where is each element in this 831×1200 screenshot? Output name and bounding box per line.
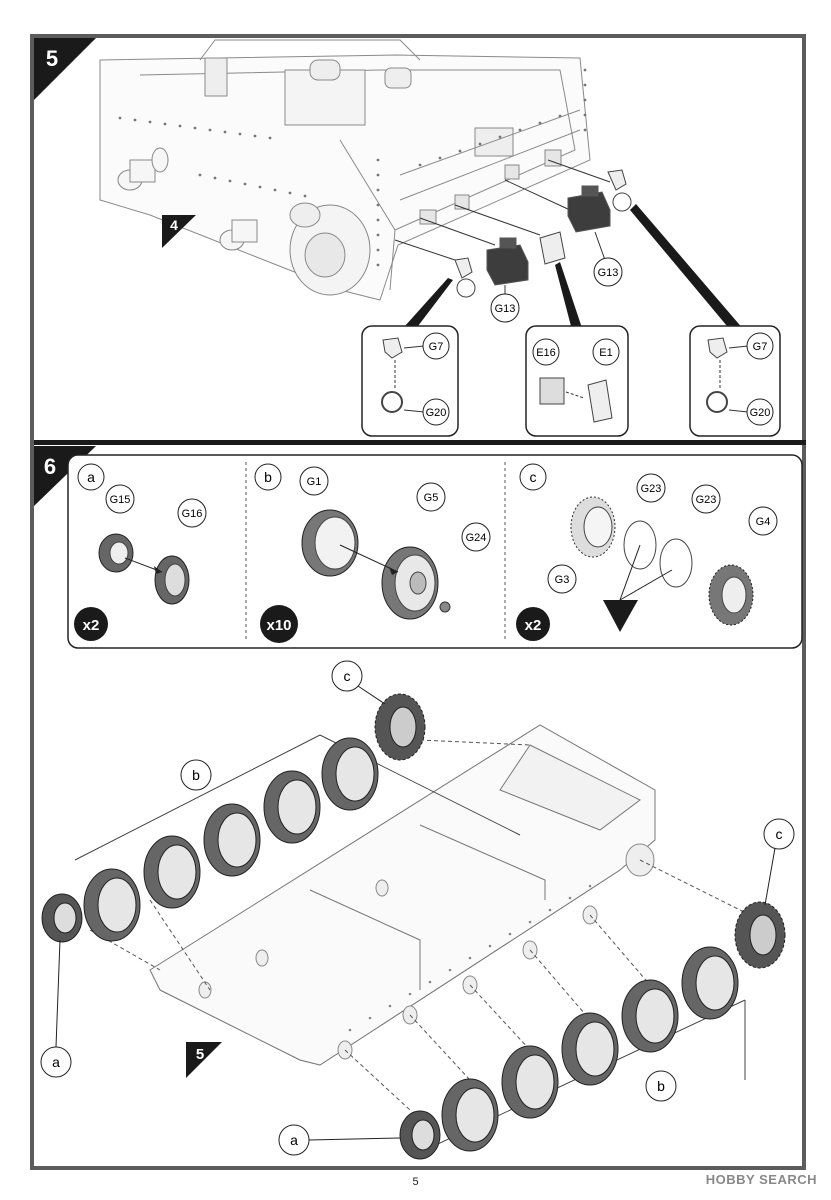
- callout-g5: G5: [424, 492, 439, 504]
- subassembly-panel: [67, 454, 803, 649]
- callout-e1: E1: [599, 347, 612, 359]
- step6-number: 6: [44, 454, 56, 479]
- ref-arrow-5: [186, 1042, 222, 1078]
- page-number: 5: [412, 1176, 419, 1188]
- hull-callout-a-bottom: a: [290, 1132, 298, 1148]
- callout-g13-left: G13: [495, 303, 516, 315]
- callout-g20-right: G20: [750, 407, 771, 419]
- panel-c-letter: c: [530, 469, 537, 485]
- hull-callout-a-left: a: [52, 1054, 60, 1070]
- multiplier-x10-b: x10: [266, 617, 291, 634]
- callout-g15: G15: [110, 494, 131, 506]
- watermark-brand: HOBBY SEARCH: [705, 1172, 817, 1187]
- callout-g24: G24: [466, 532, 487, 544]
- multiplier-x2-a: x2: [83, 617, 100, 634]
- multiplier-x2-c: x2: [525, 617, 542, 634]
- step5-illustration: 5 4: [34, 38, 806, 445]
- callout-g23-left: G23: [641, 483, 662, 495]
- callout-g7-right: G7: [753, 341, 768, 353]
- hull-callout-b-top: b: [192, 767, 200, 783]
- step5-number: 5: [46, 46, 58, 71]
- ref-arrow-4-label: 4: [170, 217, 178, 233]
- hull-callout-c-top: c: [344, 668, 351, 684]
- callout-g4: G4: [756, 516, 771, 528]
- callout-g23-right: G23: [696, 494, 717, 506]
- callout-g1: G1: [307, 476, 322, 488]
- hull-callout-b-bottom: b: [657, 1078, 665, 1094]
- ref-arrow-4: [162, 215, 196, 248]
- callout-g20-left: G20: [426, 407, 447, 419]
- hull-callout-c-right: c: [776, 826, 783, 842]
- callout-e16: E16: [536, 347, 556, 359]
- callout-g16: G16: [182, 508, 203, 520]
- step-separator: [34, 440, 806, 445]
- panel-a-letter: a: [87, 469, 95, 485]
- ref-arrow-5-label: 5: [196, 1046, 204, 1063]
- callout-g13-right: G13: [598, 267, 619, 279]
- panel-b-letter: b: [264, 469, 272, 485]
- callout-g7-left: G7: [429, 341, 444, 353]
- callout-g3: G3: [555, 574, 570, 586]
- step5-badge: [34, 38, 96, 100]
- step6-illustration: 6 a G15 G16 x2 b G1 G5 G24 x10 c G23 G23…: [34, 446, 803, 1160]
